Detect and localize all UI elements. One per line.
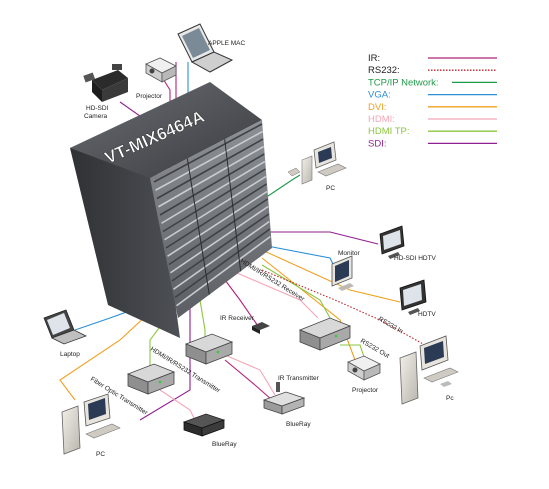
pc-right-label: PC [326,185,335,192]
pc-bottom-right-label: Pc [446,395,454,402]
apple-mac-laptop: APPLE MAC [177,23,246,73]
cable-hdmi-receiver [229,269,319,319]
matrix-card-slot [170,205,269,274]
cable-rs232-receiver [261,269,426,346]
matrix-column-divider [186,158,210,295]
matrix-card-slot [161,160,266,224]
matrix-card-slot [162,168,266,233]
cable-hdmi-bluray-center [217,351,276,396]
bluray-center-label: BlueRay [286,421,311,428]
matrix-card-slot [167,190,268,257]
rs232-in-label: RS232 In [377,316,404,336]
legend-label: TCP/IP Network: [368,77,439,88]
matrix-card-slot [174,228,271,299]
matrix-card-slot [155,130,263,191]
camera-label-line1: HD-SDI [86,105,109,112]
matrix-card-slot [168,198,269,266]
projector-top: Projector [136,57,177,100]
legend-label: VGA: [368,90,391,101]
matrix-card-slot [159,153,265,216]
cable-dvi-projector [261,257,356,361]
matrix-card-slot [158,145,265,208]
hd-sdi-hdtv: HD-SDI HDTV [379,225,437,262]
monitor: Monitor [331,250,361,291]
hdmi-receiver-box [298,317,352,351]
pc-bottom-right: Pc [399,335,459,405]
hd-sdi-camera: HD-SDI Camera [83,64,128,120]
monitor-label: Monitor [338,250,361,257]
hdtv-label: HDTV [418,311,436,318]
laptop-label: Laptop [60,351,80,358]
camera-label-line2: Camera [84,113,108,120]
cables [59,62,426,421]
matrix-card-slot [173,220,270,290]
legend-label: SDI: [368,138,386,149]
matrix-card-slot [153,123,263,183]
laptop: Laptop [43,309,88,358]
legend-label: HDMI TP: [368,126,410,137]
projector-bottom-label: Projector [352,387,379,394]
pc-bottom-left-label: PC [96,451,105,458]
legend-label: HDMI: [368,114,395,125]
cable-vga-monitor [261,244,336,269]
ir-receiver-label: IR Receiver [220,315,255,322]
matrix-card-slot [171,213,270,282]
projector-top-label: Projector [136,93,163,100]
cable-tp-transmitter [199,299,206,340]
ir-receiver: IR Receiver [220,315,270,334]
cable-tcp-pc [261,174,301,201]
matrix-slots [153,123,271,307]
projector-bottom: Projector [347,355,381,394]
matrix-card-slot [156,138,264,200]
fiber-transmitter-box [126,363,176,395]
legend-label: IR: [368,53,380,64]
pc-right: PC [287,141,347,192]
pc-bottom-left: PC [61,393,121,458]
legend-label: DVI: [368,102,386,113]
bluray-center: BlueRay [262,391,311,428]
bluray-left-label: BlueRay [212,441,237,448]
cable-tp-receiver [261,264,331,319]
hdtv: HDTV [399,279,436,318]
cable-sdi-pc [139,300,191,421]
cable-ir-bluray [224,359,273,401]
cable-sdi-hdtv [262,231,379,245]
legend-label: RS232: [368,65,400,76]
bluray-left: BlueRay [182,413,237,448]
matrix-top-face [70,82,262,178]
matrix-card-slot [164,175,267,241]
legend: IR:RS232:TCP/IP Network: VGA:DVI:HDMI:HDM… [368,53,497,149]
cable-tp-projector [340,344,366,361]
ir-transmitter-label: IR Transmitter [278,375,320,382]
receiver-link-label: HDMI/IR/RS232 Receiver [239,258,306,304]
matrix-switcher: VT-MIX6464A [70,82,272,338]
ir-transmitter: IR Transmitter [276,375,320,392]
hd-sdi-hdtv-label: HD-SDI HDTV [394,255,437,262]
hdmi-transmitter-box [184,333,234,365]
matrix-column-divider [224,139,242,272]
cable-dvi-hdtv [261,249,401,303]
cable-hdmi-bluray-left [159,389,196,421]
apple-mac-label: APPLE MAC [208,40,246,47]
matrix-card-slot [165,183,267,249]
matrix-card-slot [176,235,271,307]
